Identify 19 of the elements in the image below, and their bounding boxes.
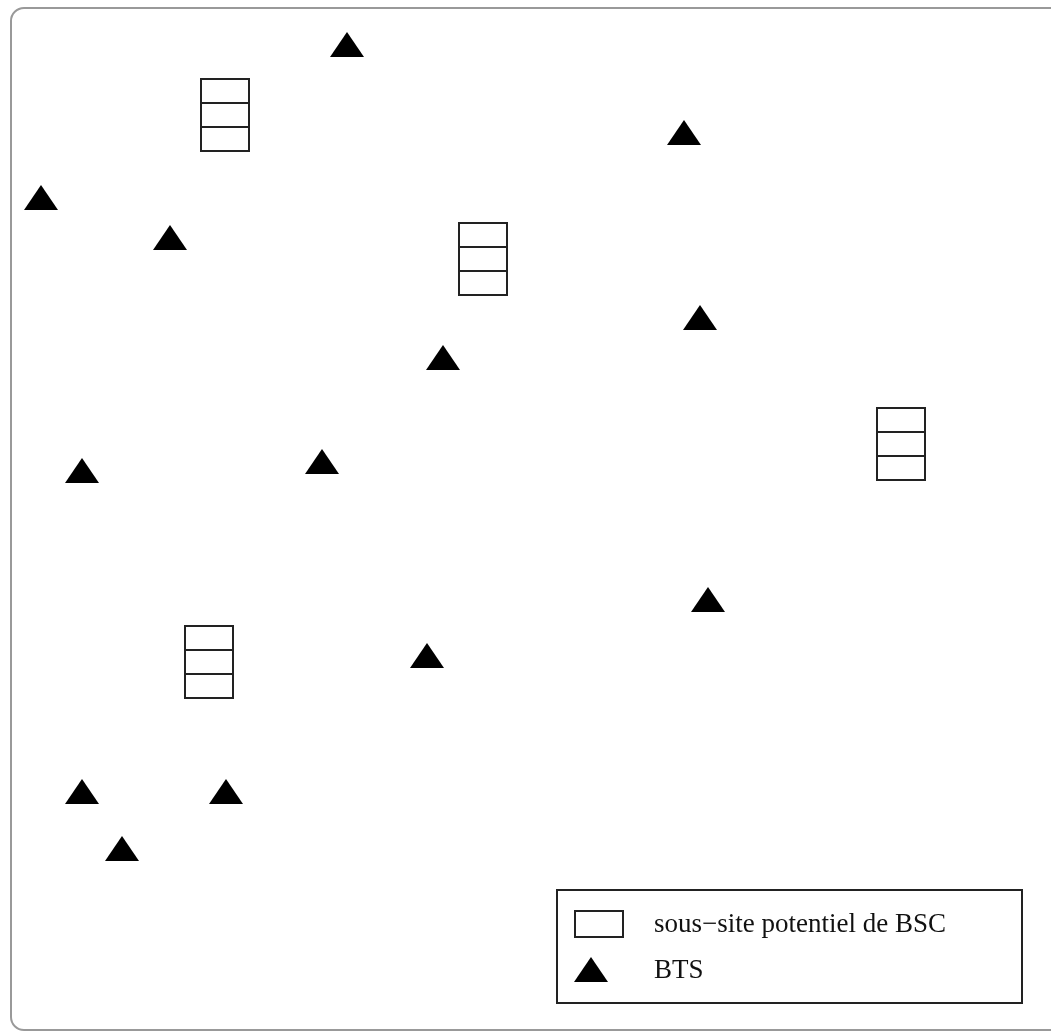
bts-triangle [105, 836, 139, 861]
site-stack-symbol [200, 78, 250, 152]
legend-text: BTS [654, 953, 704, 987]
site-stack-symbol [184, 625, 234, 699]
site-stack-symbol [458, 222, 508, 296]
bts-triangle [209, 779, 243, 804]
bts-triangle [691, 587, 725, 612]
bts-triangle [426, 345, 460, 370]
bts-triangle [153, 225, 187, 250]
bts-triangle [24, 185, 58, 210]
bts-triangle [65, 779, 99, 804]
bts-triangle [65, 458, 99, 483]
bts-triangle [667, 120, 701, 145]
bts-triangle [330, 32, 364, 57]
legend-text: sous−site potentiel de BSC [654, 907, 946, 941]
bts-triangle [305, 449, 339, 474]
bts-triangle [683, 305, 717, 330]
site-stack-symbol [876, 407, 926, 481]
bts-triangle [410, 643, 444, 668]
